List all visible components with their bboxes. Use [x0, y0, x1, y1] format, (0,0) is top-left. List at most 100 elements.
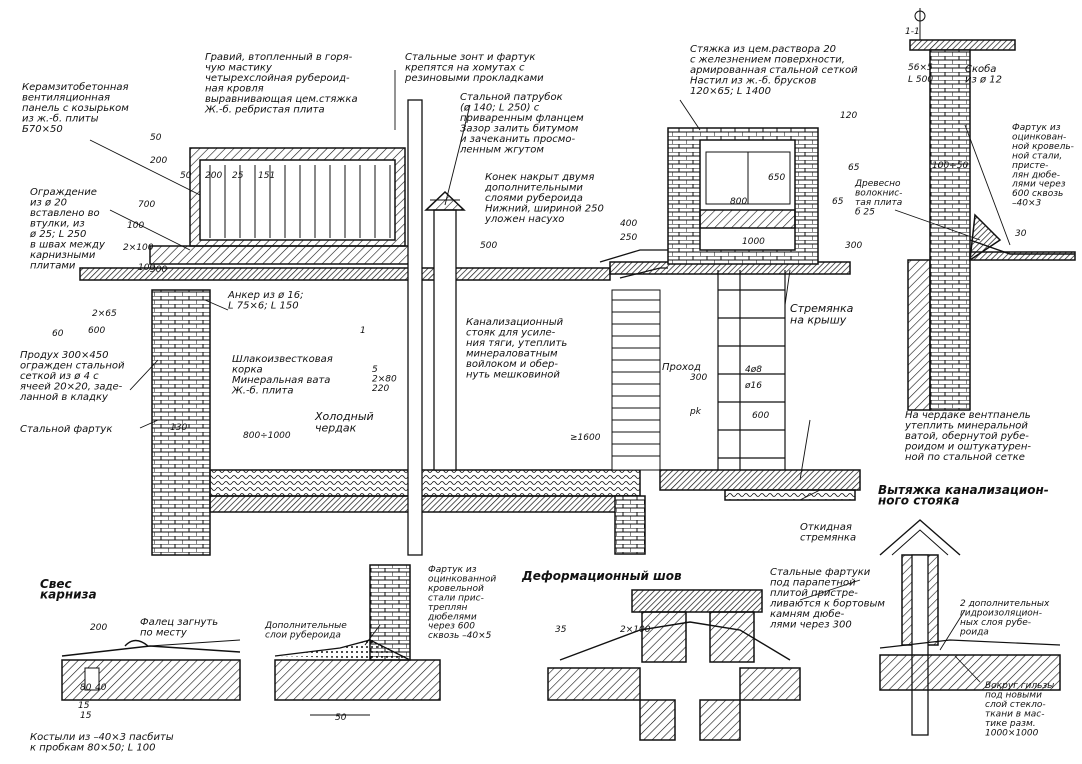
dimension-label: 250: [620, 233, 637, 243]
text-line: кровельной: [428, 584, 484, 594]
text-line: Фалец загнуть: [140, 617, 218, 628]
text-line: Стяжка из цем.раствора 20: [690, 44, 836, 55]
dimension-label: 151: [258, 171, 275, 181]
dimension-label: L 500: [908, 75, 933, 85]
text-line: треплян: [428, 603, 468, 613]
text-line: сквозь –40×5: [428, 631, 492, 641]
dimension-label: 200: [205, 171, 222, 181]
text-line: роидом и оштукатурен-: [904, 442, 1031, 453]
text-line: Нижний, шириной 250: [485, 204, 604, 215]
text-line: лями через: [1011, 180, 1066, 190]
text-line: через 600: [428, 622, 475, 632]
dimension-label: ≥1600: [570, 433, 601, 443]
dimension-label: 200: [150, 156, 167, 166]
text-line: 120×65; L 1400: [690, 86, 771, 97]
text-line: плитами: [30, 261, 76, 272]
label-anker: Анкер из ø 16;L 75×6; L 150: [227, 290, 303, 312]
dimension-label: 2×65: [92, 309, 117, 319]
text-line: Канализационный: [466, 317, 564, 328]
text-line: камням дюбе-: [770, 608, 845, 620]
text-line: слои рубероида: [265, 630, 341, 640]
expansion-joint-detail: [547, 589, 801, 741]
text-line: оцинкован-: [1012, 132, 1066, 142]
dimension-label: 130: [170, 423, 187, 433]
text-line: Дополнительные: [264, 621, 347, 631]
dimension-label: 700: [138, 200, 155, 210]
dimension-label: 2×100: [123, 243, 154, 253]
text-line: Стальные зонт и фартук: [405, 52, 535, 63]
dimension-label: 800÷1000: [243, 431, 291, 441]
text-line: слоями рубероида: [485, 192, 583, 204]
text-line: волокнис-: [855, 188, 902, 198]
text-line: ного стояка: [878, 494, 960, 508]
text-line: Продух 300×450: [20, 350, 108, 361]
text-line: ленным жгутом: [459, 145, 544, 156]
text-line: Б70×50: [22, 124, 63, 135]
text-line: 5: [372, 365, 378, 375]
text-line: роида: [959, 627, 989, 637]
text-line: лян дюбе-: [1011, 170, 1060, 180]
dimension-label: 300: [150, 265, 167, 275]
text-line: по месту: [140, 628, 188, 639]
text-line: под новыми: [985, 690, 1042, 700]
dimension-label: 50: [180, 171, 192, 181]
text-line: утеплить минеральной: [904, 421, 1028, 432]
text-line: уложен насухо: [484, 214, 564, 225]
text-line: На чердаке вентпанель: [905, 410, 1031, 421]
text-line: ной стали,: [1012, 151, 1062, 161]
text-line: L 75×6; L 150: [228, 301, 299, 312]
text-line: стремянка: [800, 533, 856, 544]
dimension-label: 60: [52, 329, 64, 339]
text-line: крепятся на хомутах с: [405, 63, 525, 74]
text-line: (ø 140; L 250) с: [460, 103, 540, 114]
text-line: Фартук из: [428, 565, 477, 575]
text-line: ячеей 20×20, заде-: [20, 382, 123, 393]
text-line: стояк для усиле-: [466, 328, 556, 339]
text-line: Костыли из –40×3 пасбиты: [30, 731, 174, 743]
text-line: –40×3: [1012, 199, 1041, 209]
dimension-label: 300: [845, 241, 862, 251]
text-line: плитой пристре-: [770, 588, 858, 599]
text-line: Ж.-б. плита: [231, 385, 293, 397]
text-line: Стальные фартуки: [770, 567, 871, 578]
dimension-label: 2×100: [620, 625, 651, 635]
text-line: Стальной патрубок: [460, 91, 563, 103]
text-line: 600 сквозь: [1012, 189, 1063, 199]
text-line: слой стекло-: [985, 700, 1046, 710]
text-line: тая плита: [855, 198, 902, 208]
text-line: Скоба: [965, 63, 996, 75]
text-line: б 25: [855, 207, 875, 217]
text-line: Откидная: [800, 522, 852, 533]
text-line: войлоком и обер-: [466, 358, 558, 370]
dimension-label: 30: [1015, 229, 1027, 239]
text-line: ткани в мас-: [985, 709, 1044, 719]
text-line: на крышу: [790, 314, 847, 327]
text-line: дополнительными: [484, 183, 583, 194]
dimension-label: 1: [360, 326, 366, 336]
dimension-label: 65: [832, 197, 844, 207]
dimension-label: 600: [88, 326, 105, 336]
text-line: с железнением поверхности,: [690, 55, 845, 66]
dimension-label: 650: [768, 173, 785, 183]
dimension-label: 100: [127, 221, 144, 231]
text-line: Зазор залить битумом: [460, 123, 579, 135]
text-line: Ж.-б. ребристая плита: [204, 104, 325, 116]
text-line: чердак: [315, 422, 357, 435]
dimension-label: 40: [95, 683, 107, 693]
dimension-label: 50: [335, 713, 347, 723]
